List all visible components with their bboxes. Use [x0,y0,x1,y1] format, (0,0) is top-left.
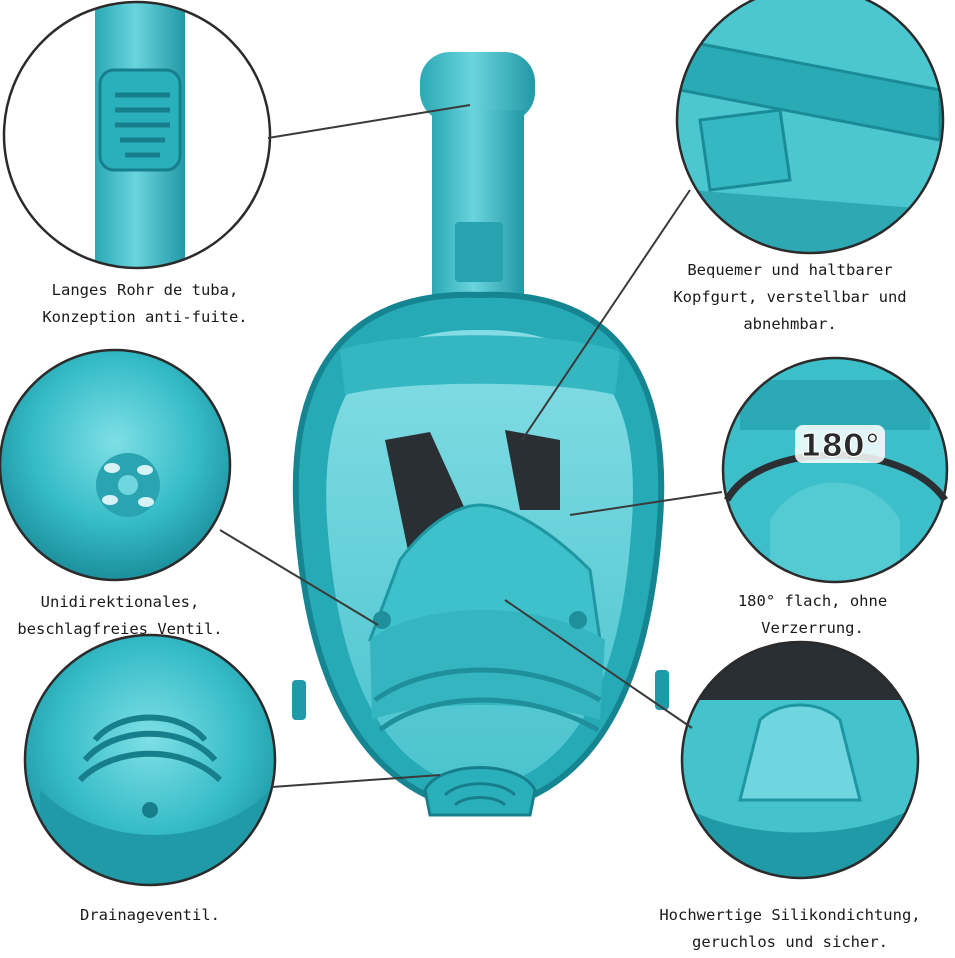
detail-seal [680,640,920,880]
angle-badge: 180° [800,428,880,464]
caption-seal-line2: geruchlos und sicher. [692,933,888,951]
caption-drain-line1: Drainageventil. [80,906,220,924]
caption-snorkel-line2: Konzeption anti-fuite. [42,308,248,326]
caption-seal-line1: Hochwertige Silikondichtung, [659,906,921,924]
drain-valve [423,766,537,817]
detail-valve [0,348,232,582]
caption-valve-line1: Unidirektionales, [40,593,200,611]
caption-view: 180° flach, ohne Verzerrung. [705,588,920,642]
camera-mount [455,222,503,282]
caption-valve-line2: beschlagfreies Ventil. [17,620,223,638]
detail-strap [675,0,945,255]
mask-body [292,52,669,817]
leader-lines [219,104,723,788]
caption-view-line2: Verzerrung. [761,619,864,637]
caption-strap-line3: abnehmbar. [743,315,837,333]
detail-180-view: 180° [721,356,949,584]
snorkel-cap [420,52,535,122]
detail-drain [23,633,277,887]
caption-strap-line1: Bequemer und haltbarer [687,261,893,279]
caption-valve: Unidirektionales, beschlagfreies Ventil. [0,589,240,643]
caption-strap: Bequemer und haltbarer Kopfgurt, verstel… [640,257,940,338]
caption-seal: Hochwertige Silikondichtung, geruchlos u… [630,902,950,956]
caption-view-line1: 180° flach, ohne [737,592,888,610]
caption-snorkel-line1: Langes Rohr de tuba, [51,281,239,299]
caption-drain: Drainageventil. [40,902,260,929]
head-strap-right [505,430,560,510]
caption-strap-line2: Kopfgurt, verstellbar und [673,288,907,306]
caption-snorkel: Langes Rohr de tuba, Konzeption anti-fui… [20,277,270,331]
detail-snorkel [2,0,272,270]
